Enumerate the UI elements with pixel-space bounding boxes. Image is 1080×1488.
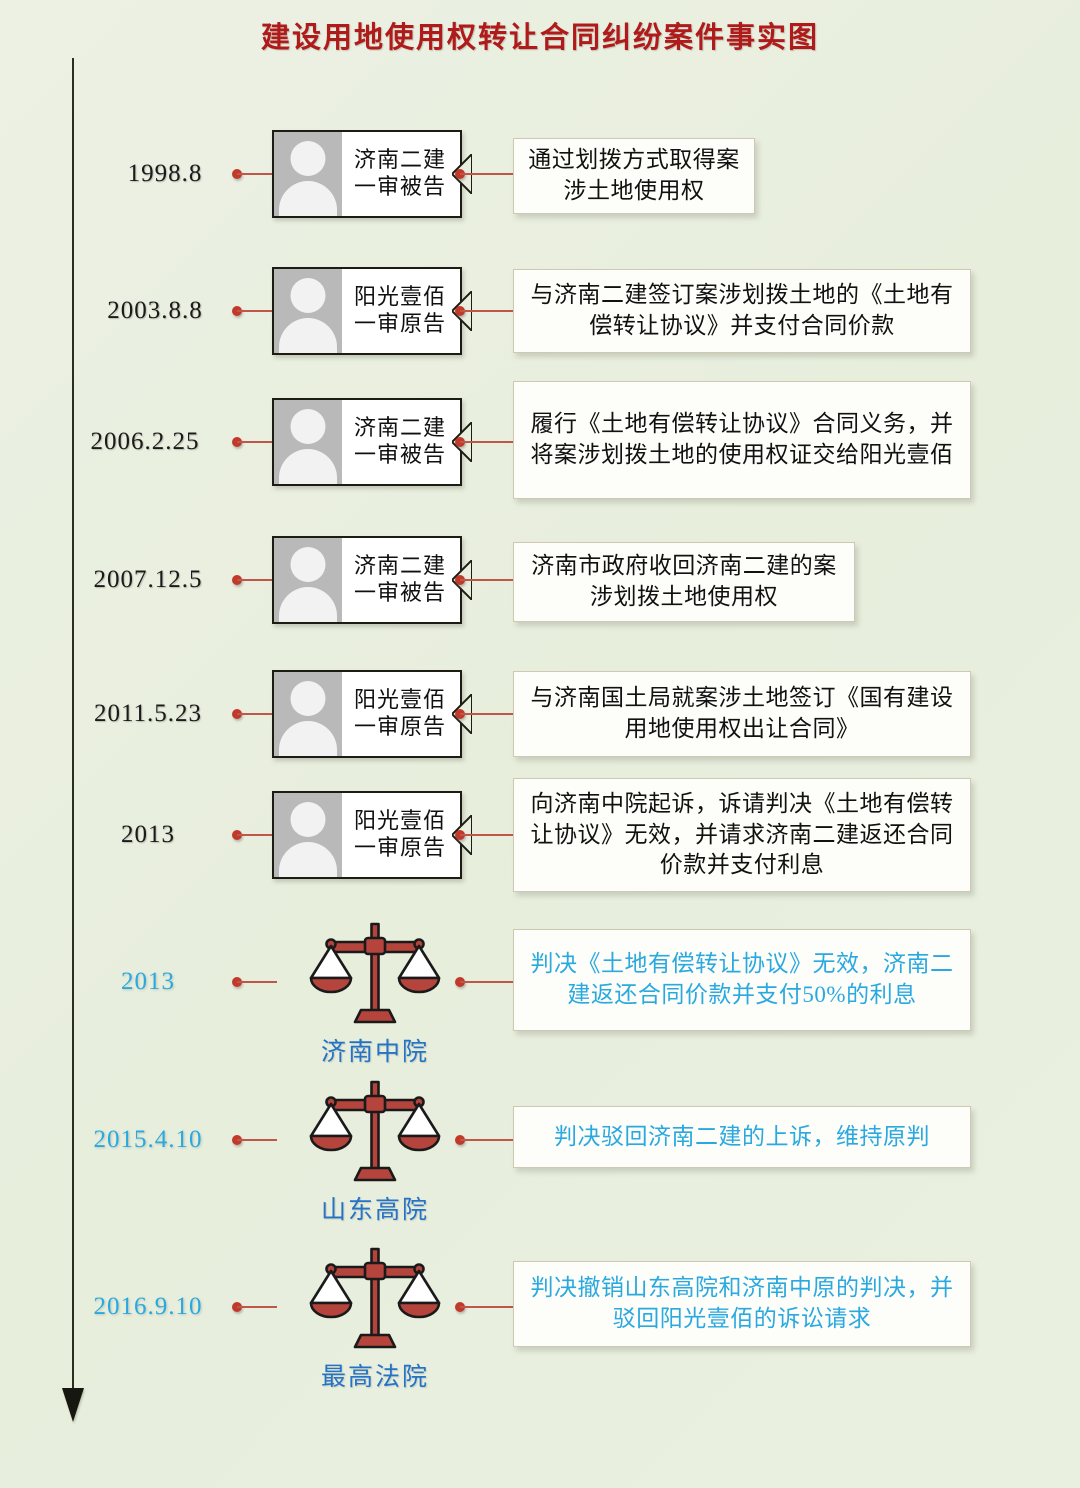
avatar-body-icon (279, 181, 337, 216)
avatar (274, 672, 342, 756)
scales-of-justice-icon (309, 922, 441, 1024)
avatar (274, 400, 342, 484)
avatar-body-icon (279, 842, 337, 877)
connector-line (237, 713, 277, 715)
connector-line (460, 981, 520, 983)
party-card-text: 济南二建 一审被告 (342, 538, 460, 622)
party-role: 一审被告 (353, 174, 446, 199)
event-date: 2011.5.23 (93, 700, 203, 727)
event-detail-box[interactable]: 济南市政府收回济南二建的案涉划拨土地使用权 (513, 542, 855, 622)
party-card[interactable]: 阳光壹佰 一审原告 (272, 791, 462, 879)
event-date: 1998.8 (127, 160, 203, 187)
scales-of-justice-icon (309, 1080, 441, 1182)
party-card[interactable]: 阳光壹佰 一审原告 (272, 670, 462, 758)
connector-line (460, 1306, 520, 1308)
event-date: 2016.9.10 (93, 1293, 203, 1320)
party-card-text: 济南二建 一审被告 (342, 132, 460, 216)
page-title: 建设用地使用权转让合同纠纷案件事实图 (260, 22, 819, 54)
avatar (274, 132, 342, 216)
party-name: 济南二建 (353, 553, 446, 579)
avatar-head-icon (290, 681, 326, 716)
event-date: 2006.2.25 (90, 428, 200, 455)
party-card[interactable]: 济南二建 一审被告 (272, 130, 462, 218)
event-date: 2015.4.10 (93, 1126, 203, 1153)
avatar-head-icon (290, 547, 326, 582)
avatar (274, 538, 342, 622)
event-detail-box[interactable]: 通过划拨方式取得案涉土地使用权 (513, 138, 755, 214)
avatar (274, 269, 342, 353)
connector-line (237, 834, 277, 836)
scales-of-justice-icon (309, 1247, 441, 1349)
avatar-head-icon (290, 278, 326, 313)
connector-line (237, 310, 277, 312)
court-name: 济南中院 (320, 1039, 429, 1066)
event-date: 2013 (121, 968, 175, 995)
party-name: 阳光壹佰 (353, 808, 446, 834)
event-date: 2003.8.8 (107, 297, 203, 324)
connector-line (237, 981, 277, 983)
avatar-head-icon (290, 141, 326, 176)
connector-line (460, 441, 520, 443)
party-card-text: 阳光壹佰 一审原告 (342, 269, 460, 353)
court-node[interactable]: 山东高院 (265, 1078, 485, 1226)
party-card[interactable]: 济南二建 一审被告 (272, 536, 462, 624)
avatar (274, 793, 342, 877)
avatar-body-icon (279, 449, 337, 484)
party-role: 一审被告 (353, 442, 446, 467)
connector-line (237, 441, 277, 443)
timeline-axis (72, 58, 74, 1394)
event-detail-box[interactable]: 判决撤销山东高院和济南中原的判决，并驳回阳光壹佰的诉讼请求 (513, 1261, 971, 1347)
party-role: 一审原告 (353, 311, 446, 336)
connector-line (237, 1139, 277, 1141)
court-name: 山东高院 (320, 1197, 429, 1224)
party-card[interactable]: 济南二建 一审被告 (272, 398, 462, 486)
party-card-text: 济南二建 一审被告 (342, 400, 460, 484)
party-role: 一审被告 (353, 580, 446, 605)
avatar-body-icon (279, 721, 337, 756)
event-detail-box[interactable]: 履行《土地有偿转让协议》合同义务，并将案涉划拨土地的使用权证交给阳光壹佰 (513, 381, 971, 499)
connector-line (237, 1306, 277, 1308)
event-date: 2013 (121, 821, 175, 848)
event-date: 2007.12.5 (93, 566, 203, 593)
timeline-arrow-icon (62, 1388, 84, 1422)
court-name: 最高法院 (320, 1364, 429, 1391)
event-detail-box[interactable]: 与济南二建签订案涉划拨土地的《土地有偿转让协议》并支付合同价款 (513, 269, 971, 353)
avatar-body-icon (279, 318, 337, 353)
court-node[interactable]: 济南中院 (265, 920, 485, 1068)
party-name: 阳光壹佰 (353, 284, 446, 310)
connector-line (460, 1139, 520, 1141)
avatar-body-icon (279, 587, 337, 622)
connector-line (460, 310, 520, 312)
connector-line (460, 579, 520, 581)
event-detail-box[interactable]: 判决驳回济南二建的上诉，维持原判 (513, 1106, 971, 1168)
avatar-head-icon (290, 409, 326, 444)
party-role: 一审原告 (353, 835, 446, 860)
connector-line (237, 173, 277, 175)
event-detail-box[interactable]: 向济南中院起诉，诉请判决《土地有偿转让协议》无效，并请求济南二建返还合同价款并支… (513, 778, 971, 892)
connector-line (237, 579, 277, 581)
party-name: 济南二建 (353, 415, 446, 441)
party-card-text: 阳光壹佰 一审原告 (342, 672, 460, 756)
connector-line (460, 834, 520, 836)
court-node[interactable]: 最高法院 (265, 1245, 485, 1393)
party-role: 一审原告 (353, 714, 446, 739)
party-name: 阳光壹佰 (353, 687, 446, 713)
connector-line (460, 173, 520, 175)
event-detail-box[interactable]: 与济南国土局就案涉土地签订《国有建设用地使用权出让合同》 (513, 671, 971, 757)
party-card[interactable]: 阳光壹佰 一审原告 (272, 267, 462, 355)
event-detail-box[interactable]: 判决《土地有偿转让协议》无效，济南二建返还合同价款并支付50%的利息 (513, 929, 971, 1031)
party-name: 济南二建 (353, 147, 446, 173)
avatar-head-icon (290, 802, 326, 837)
connector-line (460, 713, 520, 715)
party-card-text: 阳光壹佰 一审原告 (342, 793, 460, 877)
